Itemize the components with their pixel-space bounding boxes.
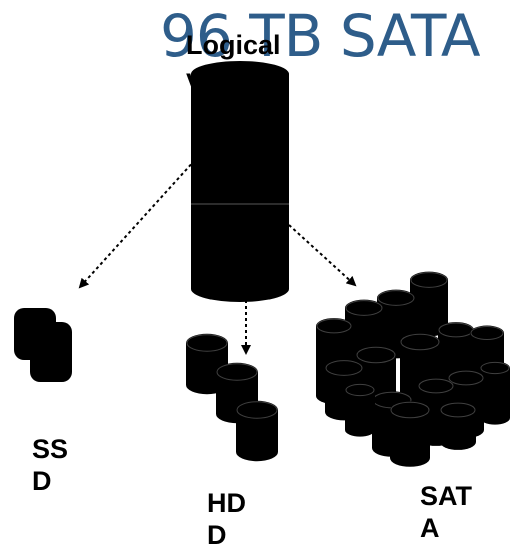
disk-cylinder-icon <box>390 401 430 467</box>
disk-cylinder-icon <box>440 402 476 450</box>
sata-label-line2: A <box>420 513 440 543</box>
arrow-to-ssd-icon <box>78 159 196 289</box>
ssd-label-line1: SS <box>32 434 69 464</box>
sata-cylinder-group <box>316 271 510 467</box>
hdd-label-line2: D <box>207 520 227 550</box>
sata-label-line1: SAT <box>420 481 472 511</box>
page-title: 96 TB SATA <box>160 2 481 70</box>
logical-volume-label-line1: Logical <box>186 30 281 60</box>
disk-cylinder-icon <box>345 383 375 437</box>
hdd-label-line1: HD <box>207 488 246 518</box>
disk-cylinder-icon <box>236 400 278 462</box>
logical-volume-label-line2: Volume <box>186 68 282 98</box>
hdd-label: HD D <box>207 487 267 551</box>
ssd-cylinder-icon <box>14 308 72 382</box>
disk-cylinder-icon <box>480 361 510 425</box>
logical-volume-label: Logical Volume <box>186 26 326 102</box>
arrow-to-sata-icon <box>288 224 357 287</box>
hdd-cylinder-group <box>186 333 278 462</box>
ssd-label: SS D <box>32 433 92 497</box>
sata-label: SAT A <box>420 480 500 544</box>
ssd-label-line2: D <box>32 466 52 496</box>
logical-volume-cylinder-icon <box>191 61 289 302</box>
